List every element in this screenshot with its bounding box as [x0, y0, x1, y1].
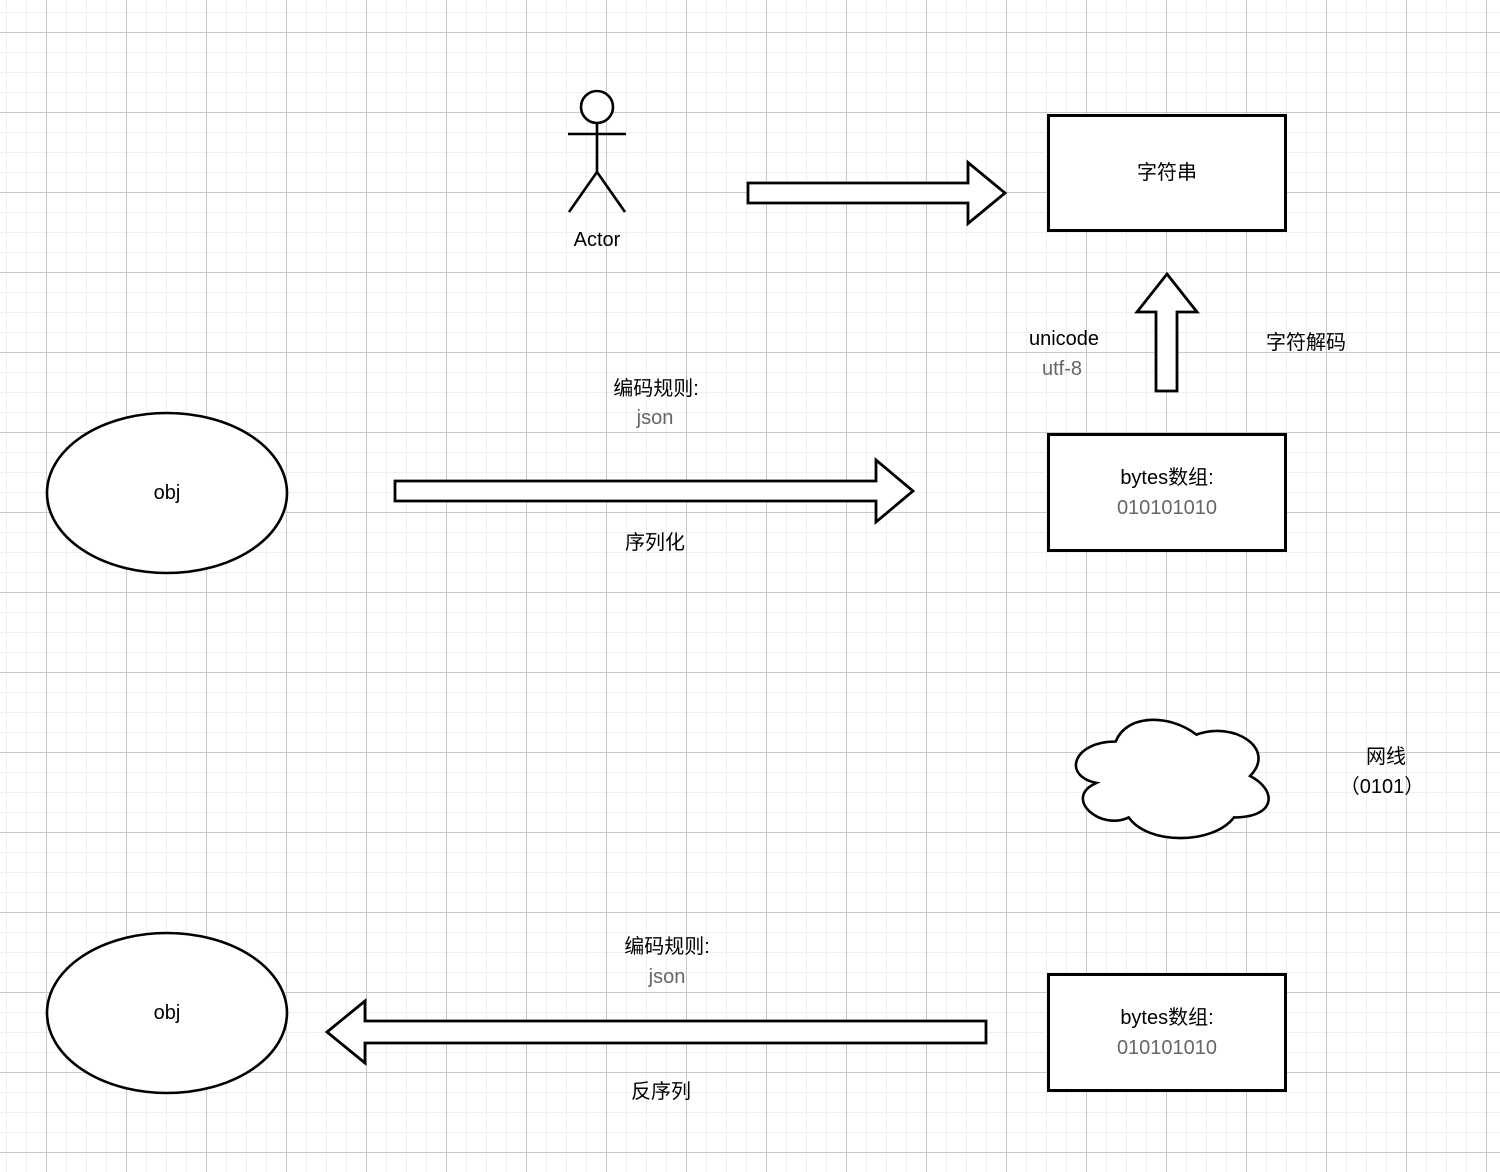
actor-label: Actor [573, 229, 621, 251]
arrow-right-serialize [393, 457, 916, 525]
bytes-node-top-title: bytes数组: [1120, 466, 1214, 489]
obj-bottom-label: obj [153, 1002, 181, 1024]
obj-top-label: obj [153, 482, 181, 504]
actor-icon [567, 89, 627, 213]
bytes-node-bottom-value: 010101010 [1116, 1036, 1218, 1059]
obj-ellipse-top [45, 411, 289, 575]
bytes-node-top: bytes数组: 010101010 [1047, 433, 1287, 552]
decode-action-label: 字符解码 [1266, 332, 1346, 354]
serialize-label: 序列化 [625, 532, 685, 554]
arrow-up-decode [1134, 271, 1200, 393]
deserialize-label: 反序列 [631, 1081, 691, 1103]
encode-rule-top-line1: 编码规则: [613, 378, 699, 400]
arrow-left-deserialize [324, 998, 988, 1066]
obj-ellipse-bottom [45, 931, 289, 1095]
encode-rule-bottom-line2: json [648, 966, 686, 988]
bytes-node-bottom-title: bytes数组: [1120, 1006, 1214, 1029]
encode-rule-bottom-line1: 编码规则: [624, 936, 710, 958]
cloud-label-line1: 网线 [1366, 746, 1406, 768]
bytes-node-top-value: 010101010 [1116, 496, 1218, 519]
cloud-label-line2: （0101） [1339, 776, 1425, 798]
decode-rule-line2: utf-8 [1041, 358, 1083, 380]
bytes-node-bottom: bytes数组: 010101010 [1047, 973, 1287, 1092]
encode-rule-top-line2: json [636, 407, 674, 429]
cloud-shape [1074, 718, 1270, 840]
string-node-label: 字符串 [1137, 162, 1197, 184]
decode-rule-line1: unicode [1028, 328, 1100, 350]
arrow-right-top [746, 159, 1008, 227]
string-node: 字符串 [1047, 114, 1287, 232]
